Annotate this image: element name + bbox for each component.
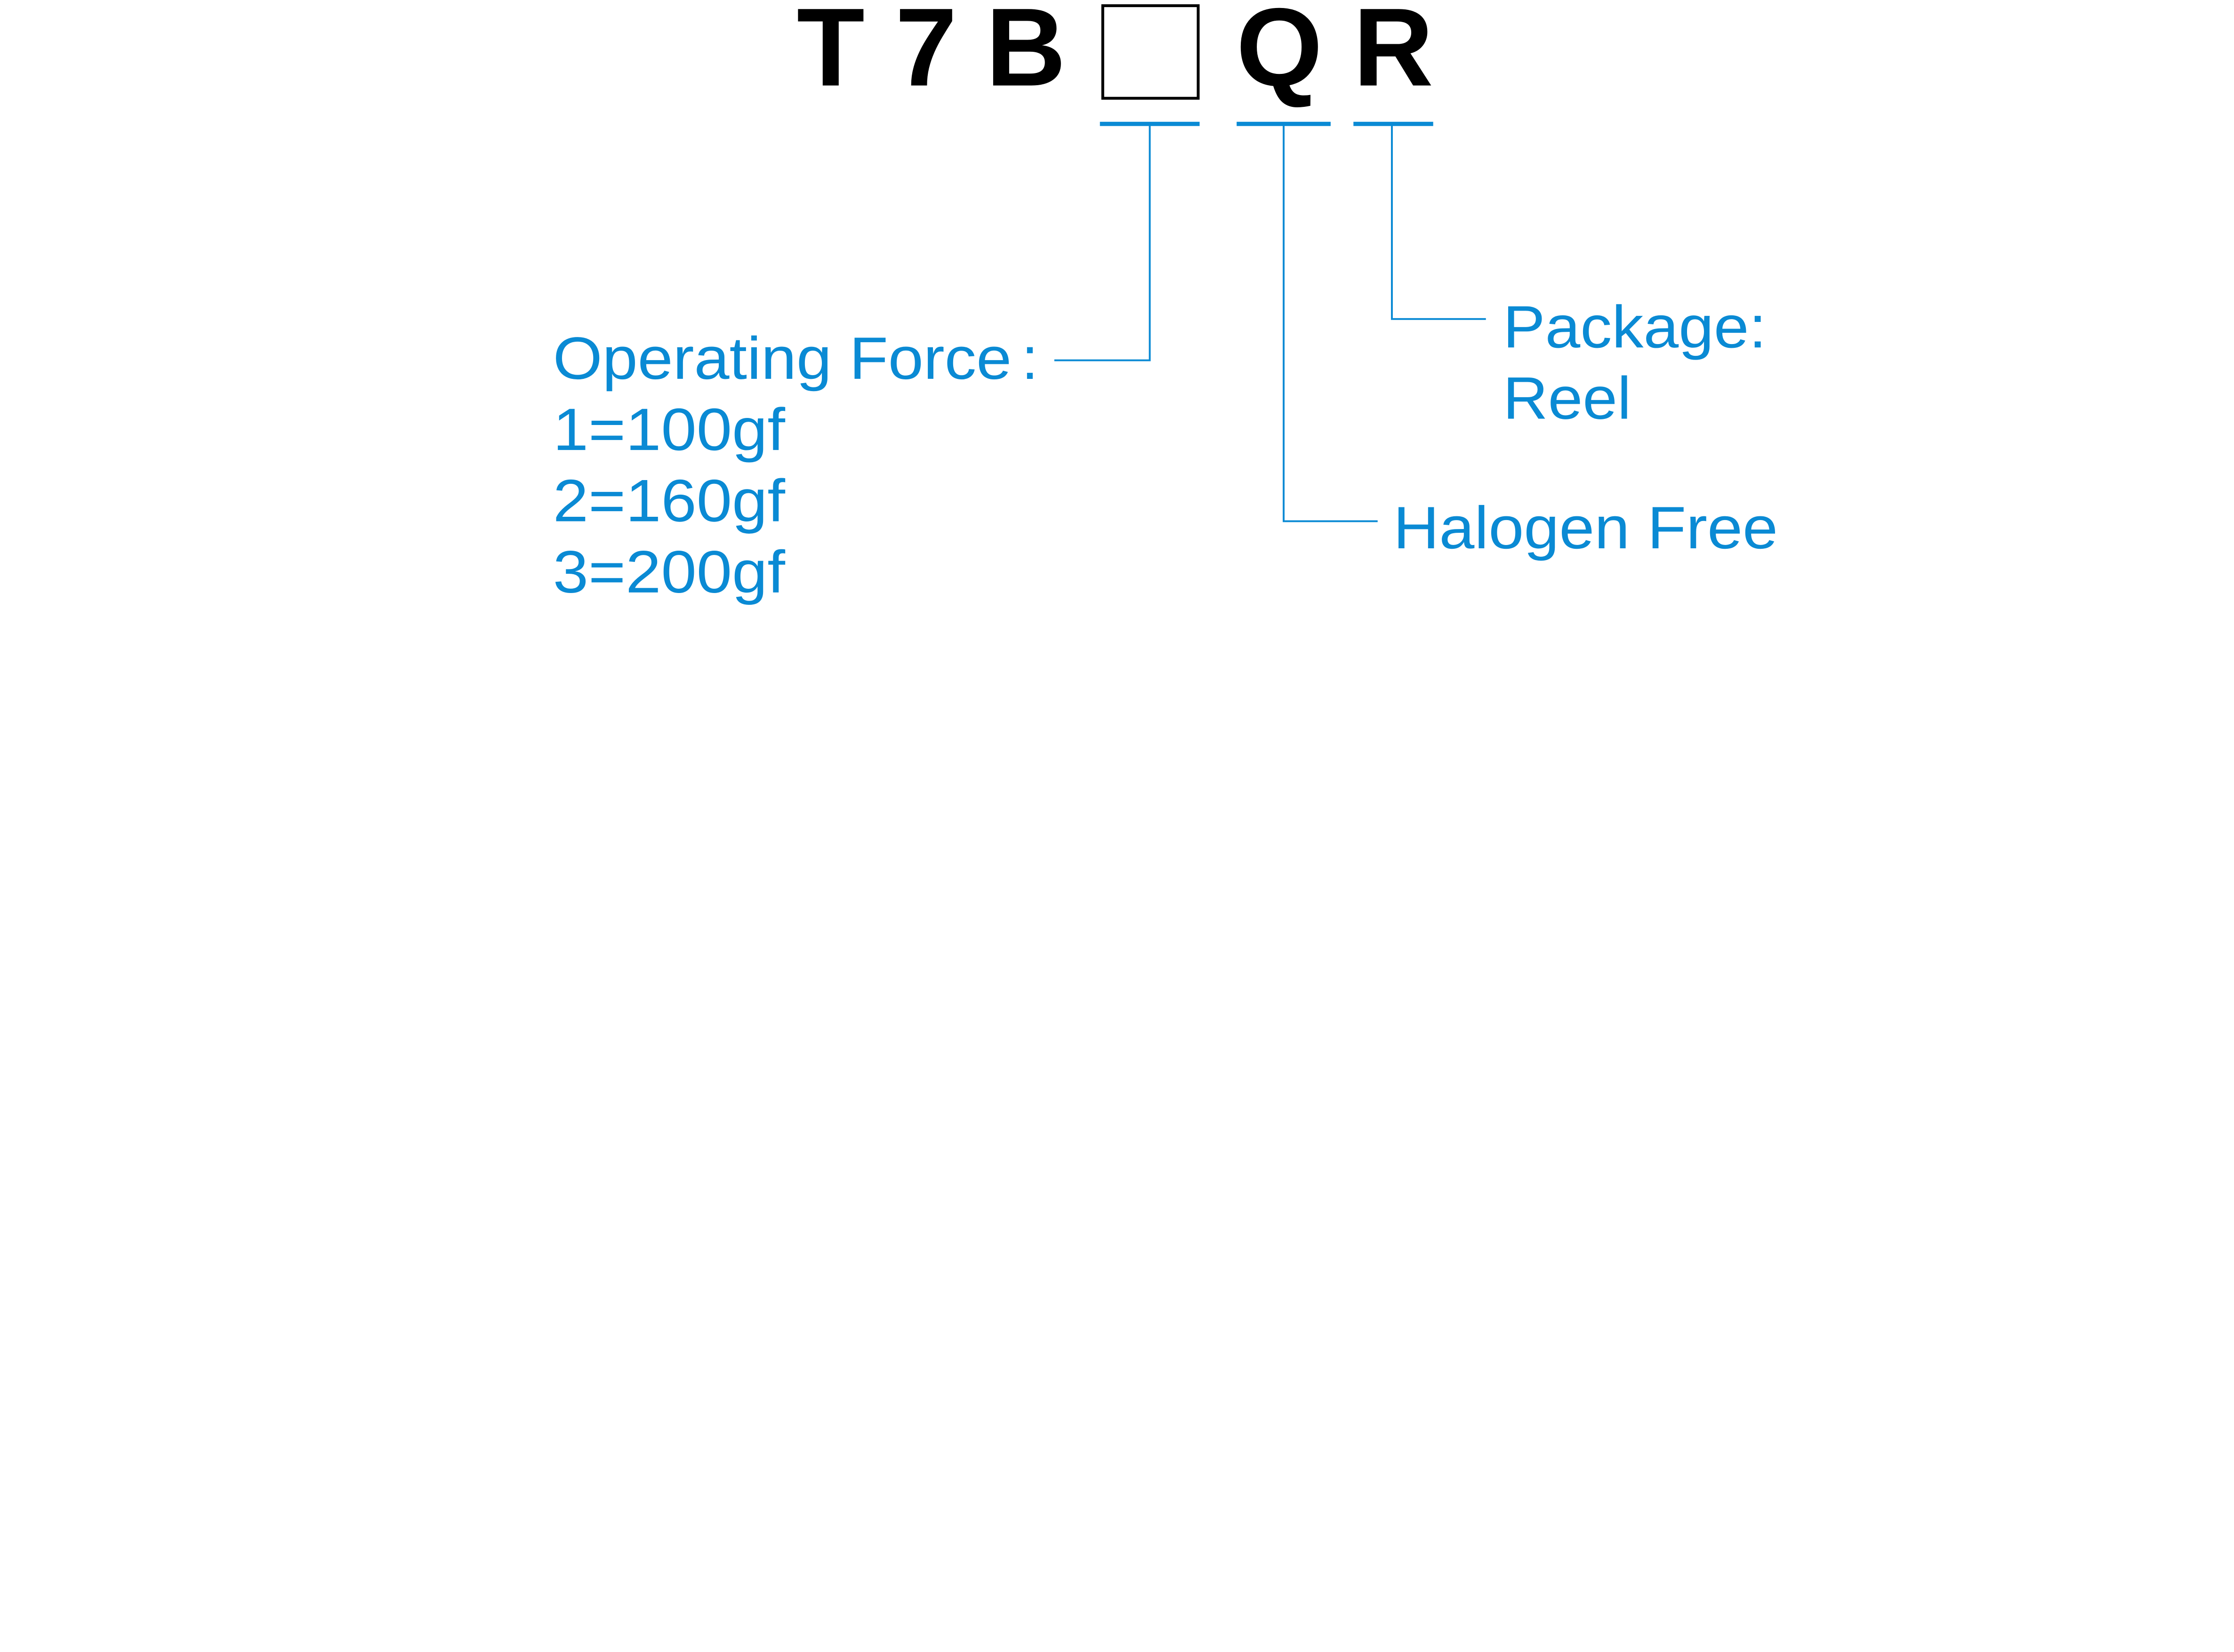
code-char-r: R: [1353, 0, 1433, 110]
force-option-2: 2=160gf: [553, 467, 786, 534]
code-char-q: Q: [1236, 0, 1323, 110]
force-option-3: 3=200gf: [553, 538, 786, 605]
package-leader: [1391, 124, 1486, 320]
halogen-free-label: Halogen Free: [1393, 494, 1778, 561]
operating-force-leader: [1054, 124, 1151, 361]
force-option-1: 1=100gf: [553, 396, 786, 463]
halogen-free-leader: [1283, 124, 1378, 522]
code-char-7: 7: [895, 0, 957, 110]
code-char-b: B: [986, 0, 1066, 110]
code-char-t: T: [797, 0, 865, 110]
operating-force-placeholder-box: [1101, 4, 1200, 100]
package-title: Package:: [1503, 293, 1767, 360]
operating-force-colon: :: [1021, 325, 1038, 392]
package-value: Reel: [1503, 365, 1631, 432]
operating-force-title: Operating Force: [553, 325, 1012, 392]
